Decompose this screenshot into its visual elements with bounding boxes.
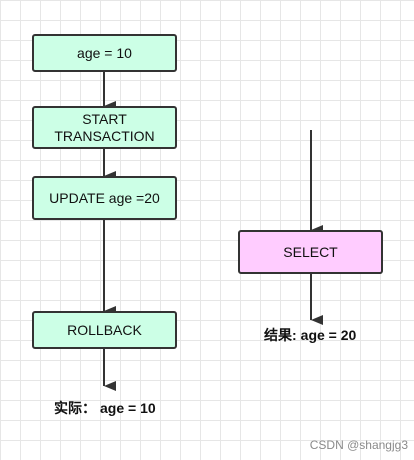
csdn-watermark: CSDN @shangjg3	[309, 438, 408, 452]
actual-value: age = 10	[100, 400, 156, 416]
result-prefix: 结果:	[264, 327, 297, 343]
result-value: age = 20	[300, 327, 357, 343]
actual-result-label: 实际：age = 10	[54, 398, 156, 418]
rollback-box-label: ROLLBACK	[67, 321, 142, 338]
age-10-box-label: age = 10	[77, 44, 132, 61]
rollback-box: ROLLBACK	[32, 311, 177, 349]
start-transaction-line2: TRANSACTION	[54, 127, 155, 144]
age-10-box: age = 10	[32, 34, 177, 72]
start-transaction-line1: START	[82, 110, 127, 127]
start-transaction-box: START TRANSACTION	[32, 106, 177, 149]
select-result-label: 结果:age = 20	[264, 325, 356, 345]
update-box-label: UPDATE age =20	[49, 189, 160, 206]
actual-prefix: 实际：	[54, 400, 96, 416]
select-box-label: SELECT	[283, 243, 338, 260]
update-box: UPDATE age =20	[32, 176, 177, 220]
select-box: SELECT	[238, 230, 383, 274]
